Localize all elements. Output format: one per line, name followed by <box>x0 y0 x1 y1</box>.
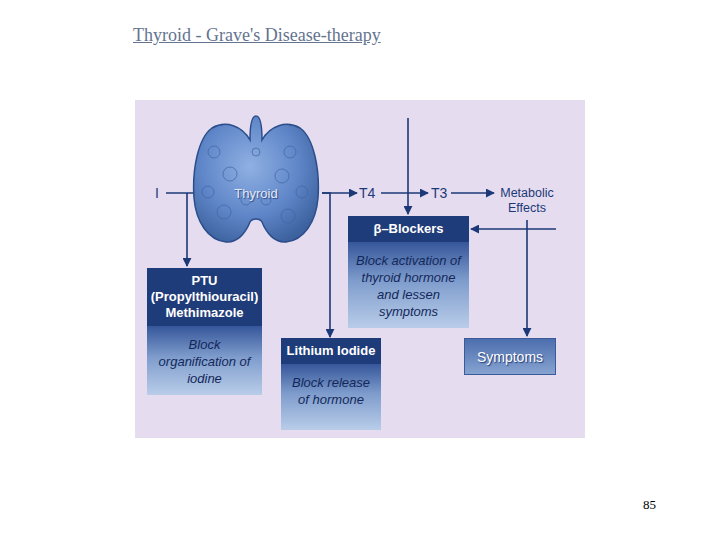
therapy-box: Lithium IodideBlock release of hormone <box>281 338 381 430</box>
tissue-texture <box>223 167 237 181</box>
box-heading: Lithium Iodide <box>281 338 381 364</box>
page-number: 85 <box>643 497 667 513</box>
thyroid-gland: Thyroid <box>190 112 322 248</box>
flow-arrow <box>451 192 494 194</box>
tissue-texture <box>217 205 231 219</box>
box-heading: PTU (Propylthiouracil) Methimazole <box>147 268 262 326</box>
box-heading: β–Blockers <box>348 216 469 242</box>
flow-arrow <box>322 192 357 194</box>
box-body: Block organification of iodine <box>147 326 262 395</box>
therapy-box: β–BlockersBlock activation of thyroid ho… <box>348 216 469 328</box>
flow-arrow <box>526 220 528 336</box>
flow-label: T3 <box>431 185 453 201</box>
flow-arrow <box>381 192 428 194</box>
tissue-texture <box>202 186 214 198</box>
box-body: Block activation of thyroid hormone and … <box>348 242 469 328</box>
tissue-texture <box>208 146 220 158</box>
box-body: Block release of hormone <box>281 364 381 430</box>
therapy-box: PTU (Propylthiouracil) MethimazoleBlock … <box>147 268 262 395</box>
connector-arrow <box>322 193 330 337</box>
thyroid-outline <box>190 112 322 248</box>
thyroid-lobes <box>194 116 319 242</box>
flow-arrow <box>407 118 409 214</box>
flow-arrow <box>186 193 188 266</box>
flow-label: I <box>155 185 167 201</box>
box-heading: Thyroid <box>190 186 322 201</box>
tissue-texture <box>296 186 308 198</box>
tissue-texture <box>281 209 295 223</box>
flow-label: Metabolic Effects <box>494 186 560 216</box>
flow-label: T4 <box>359 185 381 201</box>
tissue-texture <box>275 169 289 183</box>
flow-arrow <box>471 228 556 230</box>
tissue-texture <box>252 148 260 156</box>
slide-title: Thyroid - Grave's Disease-therapy <box>133 25 381 46</box>
edge-layer <box>322 193 330 337</box>
tissue-texture <box>284 146 296 158</box>
therapy-box: Symptoms <box>464 338 556 375</box>
box-heading: Symptoms <box>477 349 543 365</box>
